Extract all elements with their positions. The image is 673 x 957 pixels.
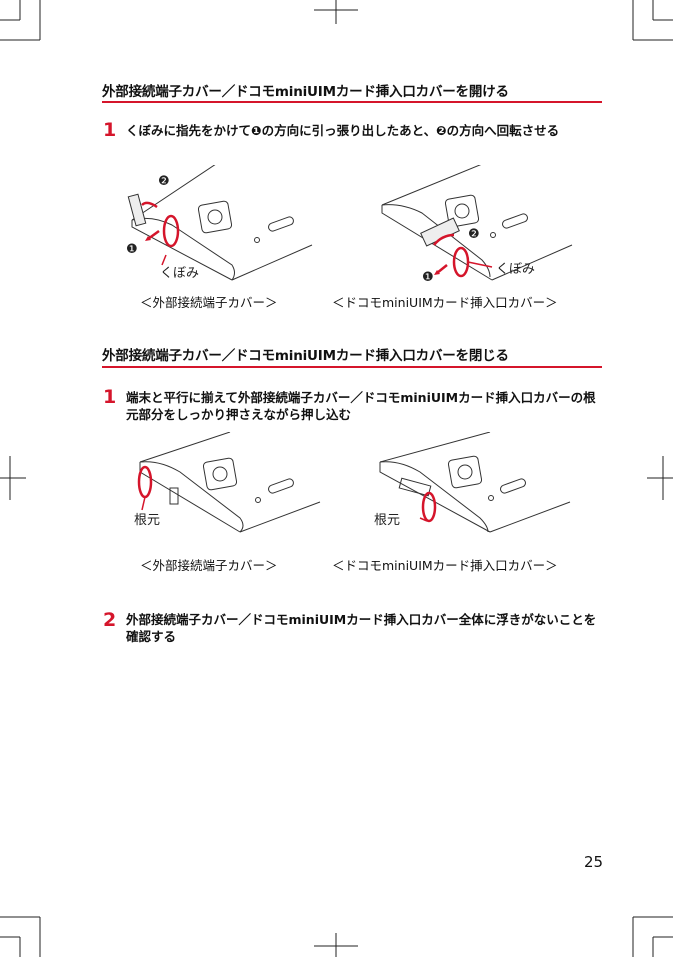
callout-2: ❷ [468,227,480,242]
callout-1: ❶ [126,242,138,257]
figure-label-kubomi: くぼみ [496,262,535,277]
figure-open-uim-cover: ❷ ❶ くぼみ [381,165,573,285]
figure-label-kubomi: くぼみ [160,266,199,281]
section-rule [102,366,602,368]
figure-label-nemoto: 根元 [134,513,160,528]
callout-2: ❷ [158,174,170,189]
figure-caption: ＜外部接続端子カバー＞ [140,295,278,310]
figure-close-external-cover: 根元 [134,432,321,533]
figure-caption: ＜ドコモminiUIMカード挿入口カバー＞ [332,295,558,310]
section-rule [102,101,602,103]
callout-1: ❶ [422,270,434,285]
figure-close-uim-cover: 根元 [374,432,571,533]
figure-caption: ＜外部接続端子カバー＞ [140,558,278,573]
page-number: 25 [584,853,604,871]
section-title-open: 外部接続端子カバー／ドコモminiUIMカード挿入口カバーを開ける [102,84,509,100]
step-number: 1 [103,386,117,408]
step-number: 1 [103,119,117,141]
figure-caption: ＜ドコモminiUIMカード挿入口カバー＞ [332,558,558,573]
step-number: 2 [103,609,117,631]
step-text: 端末と平行に揃えて外部接続端子カバー／ドコモminiUIMカード挿入口カバーの根… [126,390,596,422]
figure-open-external-cover: ❷ ❶ くぼみ [126,165,313,281]
figure-label-nemoto: 根元 [374,513,400,528]
step-text: 外部接続端子カバー／ドコモminiUIMカード挿入口カバー全体に浮きがないことを… [126,612,597,644]
step-text: くぼみに指先をかけて❶の方向に引っ張り出したあと、❷の方向へ回転させる [126,123,560,138]
section-title-close: 外部接続端子カバー／ドコモminiUIMカード挿入口カバーを閉じる [102,348,509,364]
